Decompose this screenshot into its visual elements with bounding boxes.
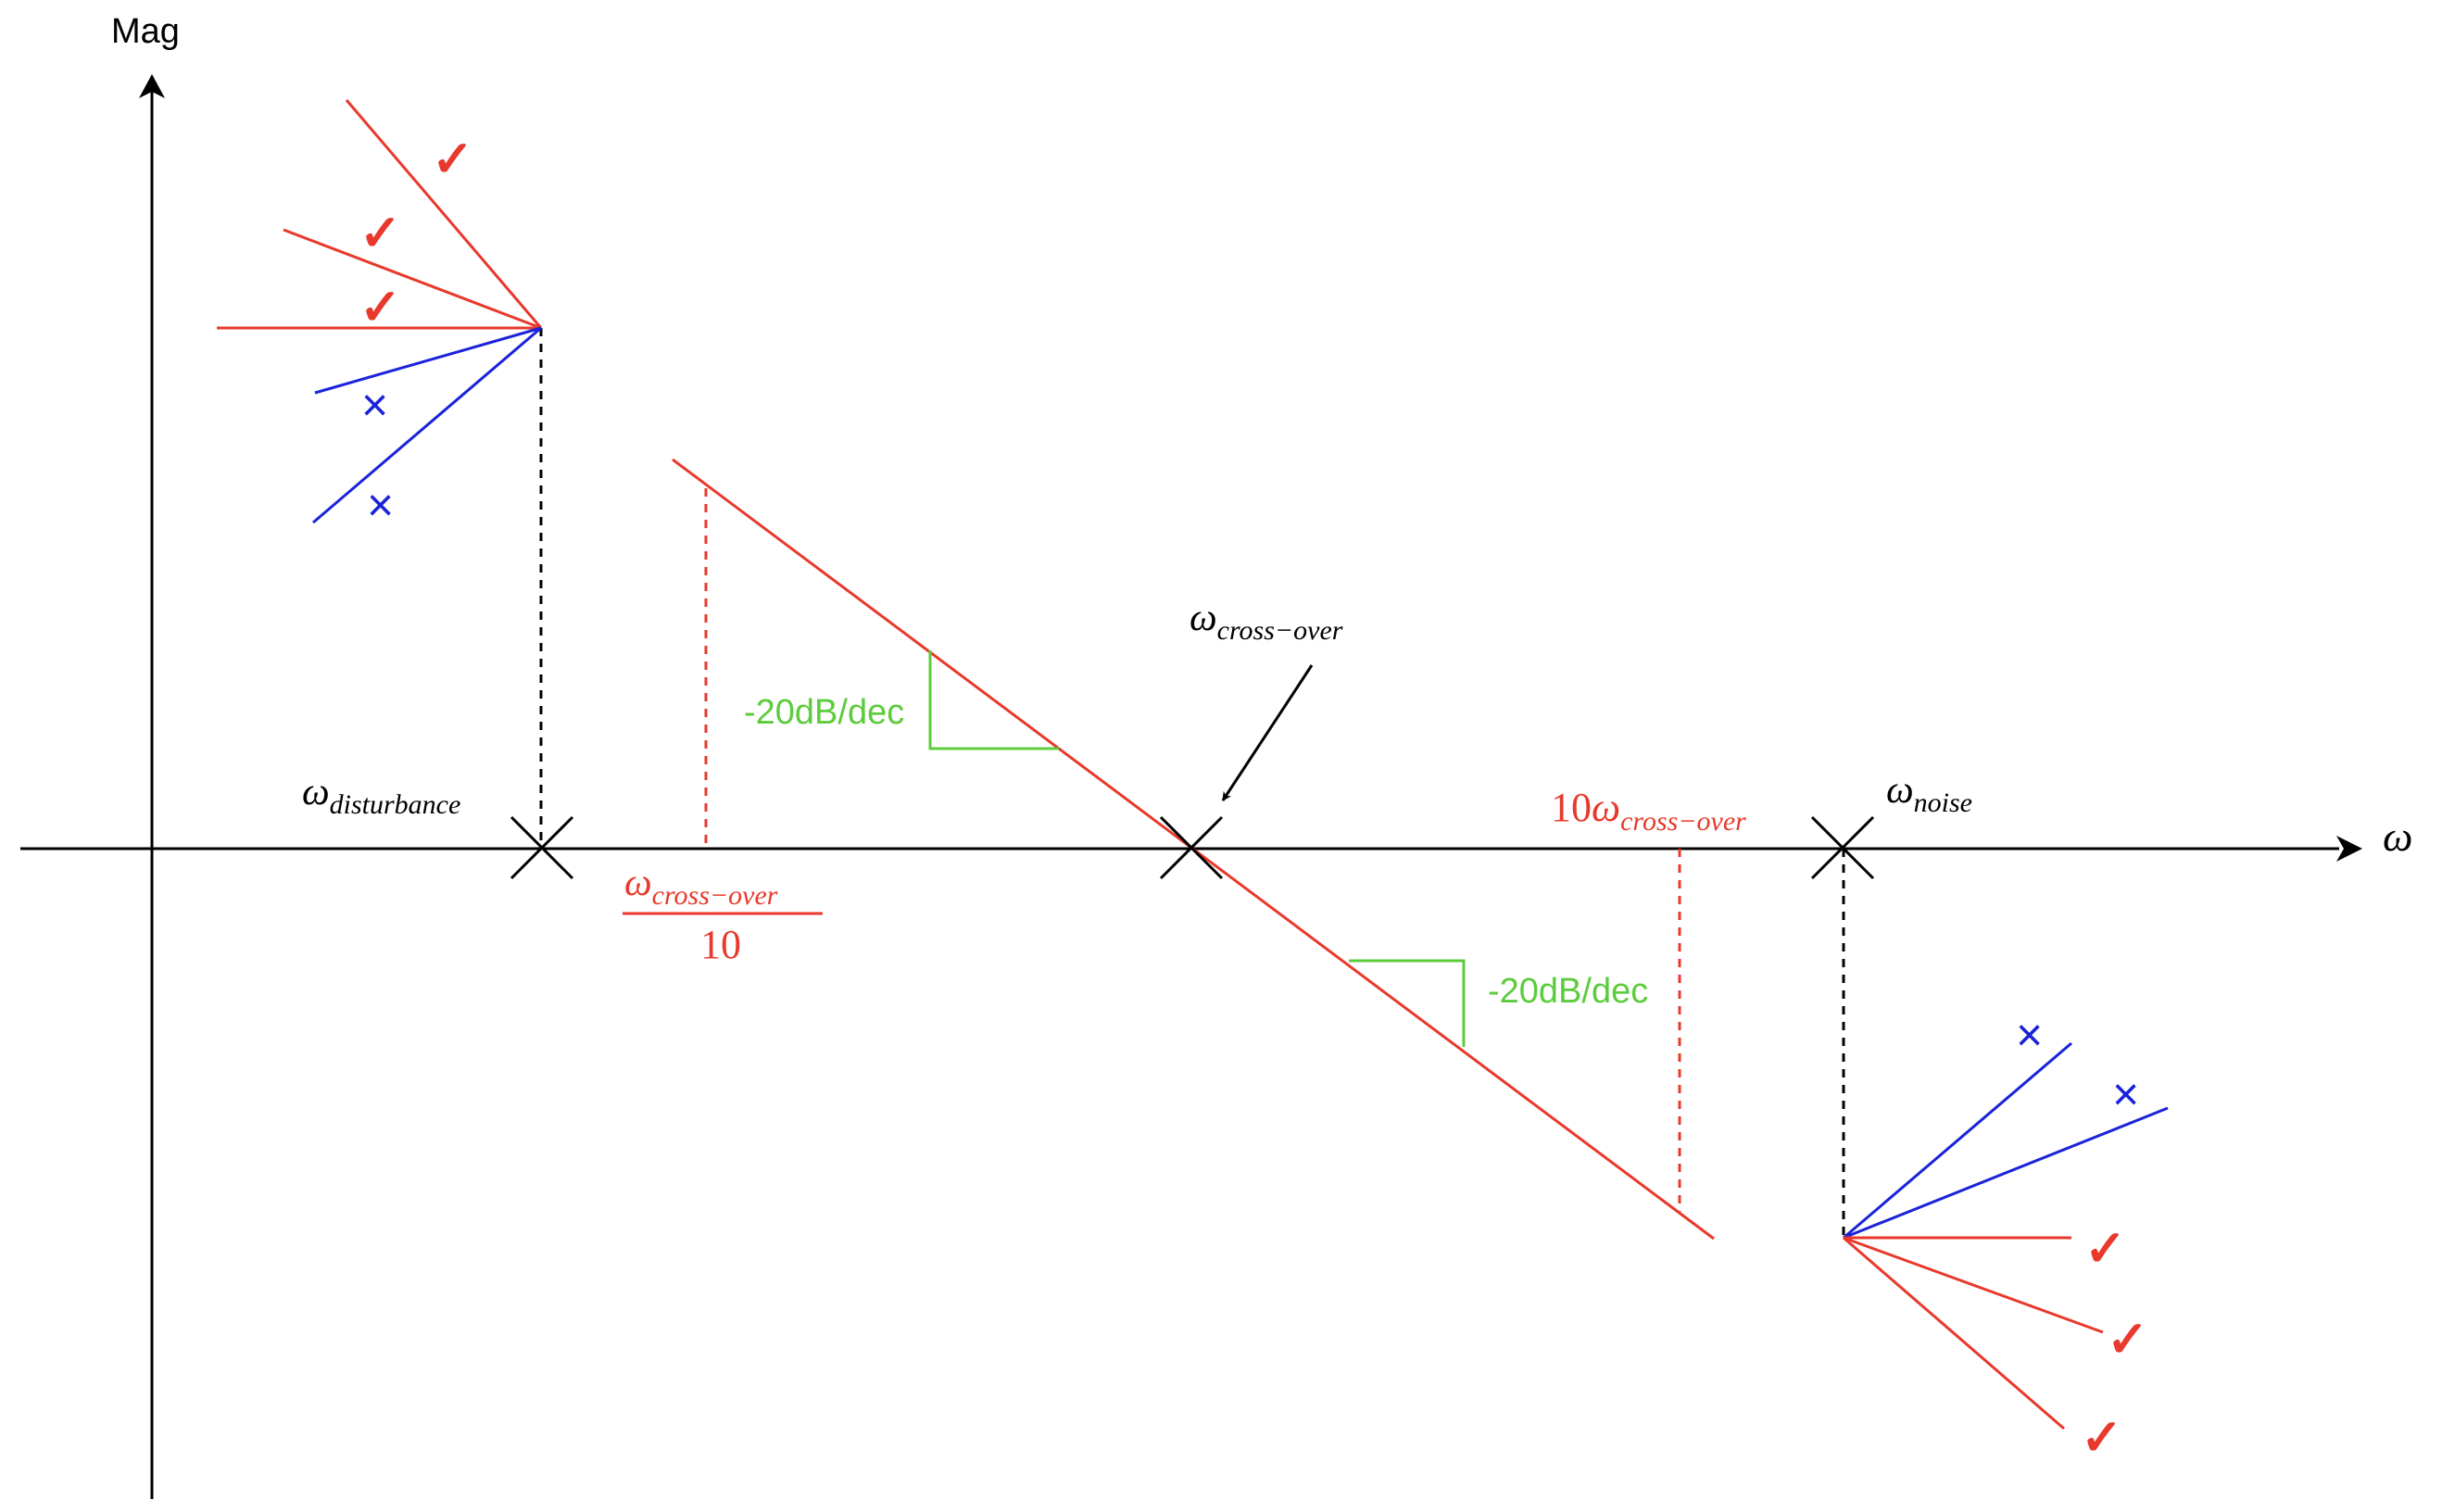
fraction-numerator: ωcross−over (624, 862, 778, 911)
fraction-denominator: 10 (700, 922, 741, 967)
slope-label-lower: -20dB/dec (1488, 972, 1648, 1011)
check-mark: ✓ (359, 280, 401, 335)
y-axis-label: Mag (111, 12, 180, 51)
cross-mark: × (2112, 1068, 2139, 1120)
x-axis-arrowhead (2336, 836, 2362, 862)
crossover-pointer-arrow (1221, 664, 1314, 801)
check-mark: ✓ (2081, 1410, 2122, 1466)
cross-mark: × (361, 379, 388, 431)
crossover-label: ωcross−over (1190, 597, 1343, 646)
fan-line-medium-valid (1843, 1236, 2104, 1334)
slope-label-upper: -20dB/dec (744, 693, 904, 732)
check-mark: ✓ (2084, 1221, 2126, 1277)
fan-line-rising-invalid (1843, 1106, 2169, 1240)
fan-line-medium-valid (283, 228, 542, 330)
crossover-x-marker (1159, 815, 1224, 880)
fan-line-steep-valid (1843, 1236, 2065, 1430)
axes: Mag ω (20, 12, 2412, 1499)
crossover-over-ten-fraction: ωcross−over 10 (623, 862, 823, 967)
fan-line-rising-steep-invalid (1843, 1041, 2072, 1240)
fan-line-steep-valid (345, 99, 543, 329)
crossover-times-ten-label: 10ωcross−over (1551, 785, 1746, 837)
noise-slope-fan: × × ✓ ✓ ✓ (1843, 1009, 2169, 1466)
cross-mark: × (367, 479, 394, 531)
slope-triangle-lower (1349, 959, 1466, 1047)
check-mark: ✓ (2107, 1312, 2148, 1367)
x-axis-label: ω (2383, 813, 2412, 860)
check-mark: ✓ (359, 206, 401, 261)
disturbance-label: ωdisturbance (302, 771, 460, 820)
slope-triangle-upper (928, 650, 1059, 750)
disturbance-x-marker (510, 815, 574, 880)
fan-line-rising-invalid (314, 326, 542, 395)
check-mark: ✓ (432, 132, 473, 187)
noise-label: ωnoise (1886, 769, 1972, 818)
noise-x-marker (1810, 815, 1875, 880)
fan-line-rising-steep-invalid (312, 326, 542, 524)
disturbance-slope-fan: ✓ ✓ ✓ × × (217, 99, 543, 531)
y-axis-arrowhead (139, 74, 165, 98)
cross-mark: × (2016, 1009, 2043, 1061)
